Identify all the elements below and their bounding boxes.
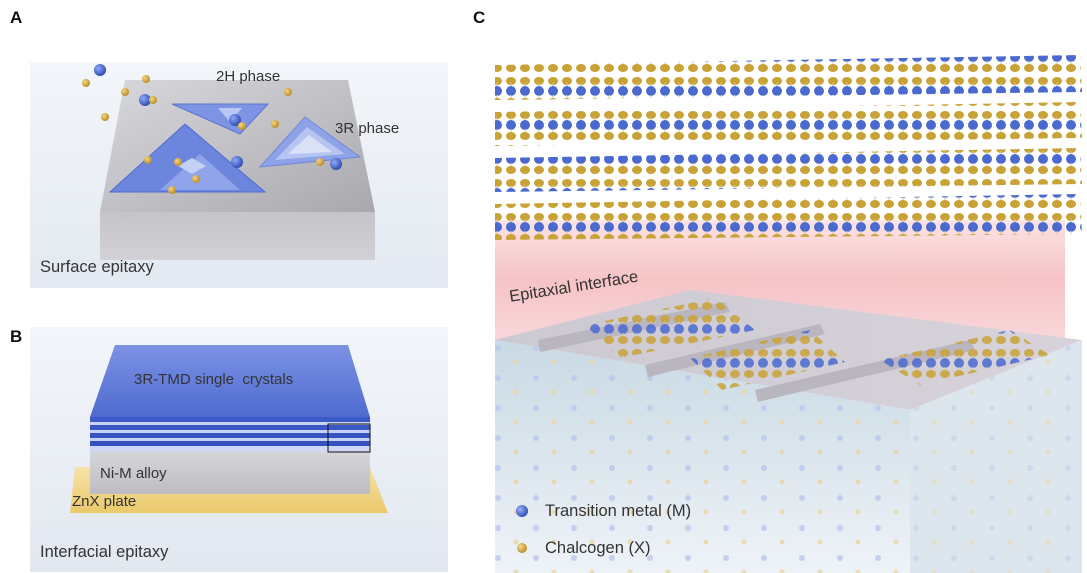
chalcogen-atom <box>144 156 152 164</box>
caption-interfacial-epitaxy: Interfacial epitaxy <box>40 543 169 561</box>
metal-atom <box>229 114 241 126</box>
chalcogen-atom <box>316 158 324 166</box>
tmd-layer-gap <box>90 446 370 452</box>
chalcogen-atom <box>82 79 90 87</box>
panel-b-illustration <box>70 345 388 513</box>
label-3r-phase: 3R phase <box>335 120 400 137</box>
tmd-layer-stack-4 <box>495 194 1082 240</box>
panel-b-letter: B <box>10 327 23 346</box>
chalcogen-atom <box>142 75 150 83</box>
panel-a-letter: A <box>10 8 23 27</box>
tmd-layer-gap <box>90 430 370 433</box>
tmd-island <box>585 298 755 358</box>
inset-frame <box>327 423 371 453</box>
chalcogen-atom <box>121 88 129 96</box>
chalcogen-atom <box>238 122 246 130</box>
tmd-layer <box>90 425 370 430</box>
panel-a: 2H phase 3R phase Surface epitaxy <box>30 62 448 288</box>
tmd-island <box>690 330 845 390</box>
tmd-layer <box>90 433 370 438</box>
panel-c-illustration <box>495 55 1082 573</box>
tmd-island <box>880 330 1050 385</box>
2h-domain-center <box>178 158 206 174</box>
substrate-dots <box>495 340 910 573</box>
panel-b: 3R-TMD single crystals Ni-M alloy ZnX pl… <box>30 327 448 572</box>
2h-domain-small <box>160 154 240 190</box>
tmd-layer-stack-3 <box>495 148 1082 192</box>
tmd-layer <box>90 417 370 422</box>
tmd-layer-stack-2 <box>495 102 1082 146</box>
label-2h-phase: 2H phase <box>216 68 281 85</box>
caption-surface-epitaxy: Surface epitaxy <box>40 258 154 276</box>
chalcogen-atom <box>149 96 157 104</box>
metal-atom <box>139 94 151 106</box>
metal-atom <box>94 64 106 76</box>
3r-domain-layer <box>288 135 332 154</box>
substrate-front <box>100 212 375 260</box>
chalcogen-atom <box>101 113 109 121</box>
tmd-layer-gap <box>90 422 370 425</box>
legend-transition-metal: Transition metal (M) <box>545 502 692 520</box>
tmd-layer-stack-1 <box>495 55 1082 100</box>
chalcogen-atom <box>271 120 279 128</box>
chalcogen-atom <box>192 175 200 183</box>
metal-atom <box>330 158 342 170</box>
label-ni-m-alloy: Ni-M alloy <box>100 465 167 482</box>
chalcogen-atom <box>174 158 182 166</box>
tmd-layer <box>90 441 370 446</box>
2h-domain-inner <box>218 108 242 122</box>
chalcogen-atom <box>168 186 176 194</box>
tmd-crystal-top <box>90 345 370 417</box>
panel-c: Epitaxial interface Transition metal (M)… <box>490 40 1087 573</box>
panel-a-illustration <box>82 64 375 260</box>
chalcogen-atom-icon <box>517 543 527 553</box>
label-3r-tmd-crystals: 3R-TMD single crystals <box>134 371 294 388</box>
legend-chalcogen: Chalcogen (X) <box>545 539 651 557</box>
metal-atom-icon <box>516 505 528 517</box>
ni-m-alloy-block <box>90 452 370 494</box>
label-znx-plate: ZnX plate <box>72 493 137 510</box>
metal-atom <box>231 156 243 168</box>
substrate-dots <box>910 340 1082 573</box>
chalcogen-atom <box>284 88 292 96</box>
panel-c-letter: C <box>473 8 486 27</box>
tmd-layer-gap <box>90 438 370 441</box>
